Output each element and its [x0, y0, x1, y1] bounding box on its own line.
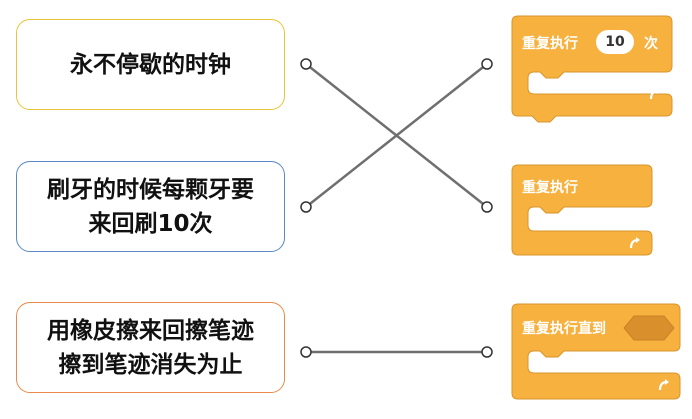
- block-label: 重复执行: [522, 36, 578, 52]
- connector-dot[interactable]: [481, 346, 493, 358]
- connector-dot[interactable]: [300, 346, 312, 358]
- card-label: 刷牙的时候每颗牙要 来回刷10次: [47, 176, 254, 237]
- card-brush-teeth[interactable]: 刷牙的时候每颗牙要 来回刷10次: [16, 161, 285, 252]
- card-endless-clock[interactable]: 永不停歇的时钟: [16, 19, 285, 110]
- card-label: 用橡皮擦来回擦笔迹 擦到笔迹消失为止: [47, 317, 254, 378]
- block-suffix: 次: [644, 36, 658, 52]
- block-label: 重复执行: [522, 180, 578, 196]
- wire-2-to-1: [305, 63, 488, 208]
- loop-arrow-icon: [629, 237, 640, 249]
- card-eraser[interactable]: 用橡皮擦来回擦笔迹 擦到笔迹消失为止: [16, 302, 285, 393]
- loop-arrow-icon: [658, 379, 669, 391]
- forever-block[interactable]: 重复执行: [511, 164, 653, 256]
- connector-dot[interactable]: [300, 201, 312, 213]
- block-label: 重复执行直到: [522, 321, 606, 337]
- repeat-times-block[interactable]: 重复执行 10 次: [511, 15, 673, 123]
- hexagon-condition-slot[interactable]: [623, 315, 675, 341]
- repeat-count-input[interactable]: 10: [596, 30, 634, 54]
- connector-dot[interactable]: [481, 58, 493, 70]
- loop-arrow-icon: [649, 88, 660, 100]
- connector-dot[interactable]: [300, 58, 312, 70]
- card-label: 永不停歇的时钟: [70, 51, 231, 78]
- repeat-until-block[interactable]: 重复执行直到: [511, 303, 681, 400]
- connector-dot[interactable]: [481, 201, 493, 213]
